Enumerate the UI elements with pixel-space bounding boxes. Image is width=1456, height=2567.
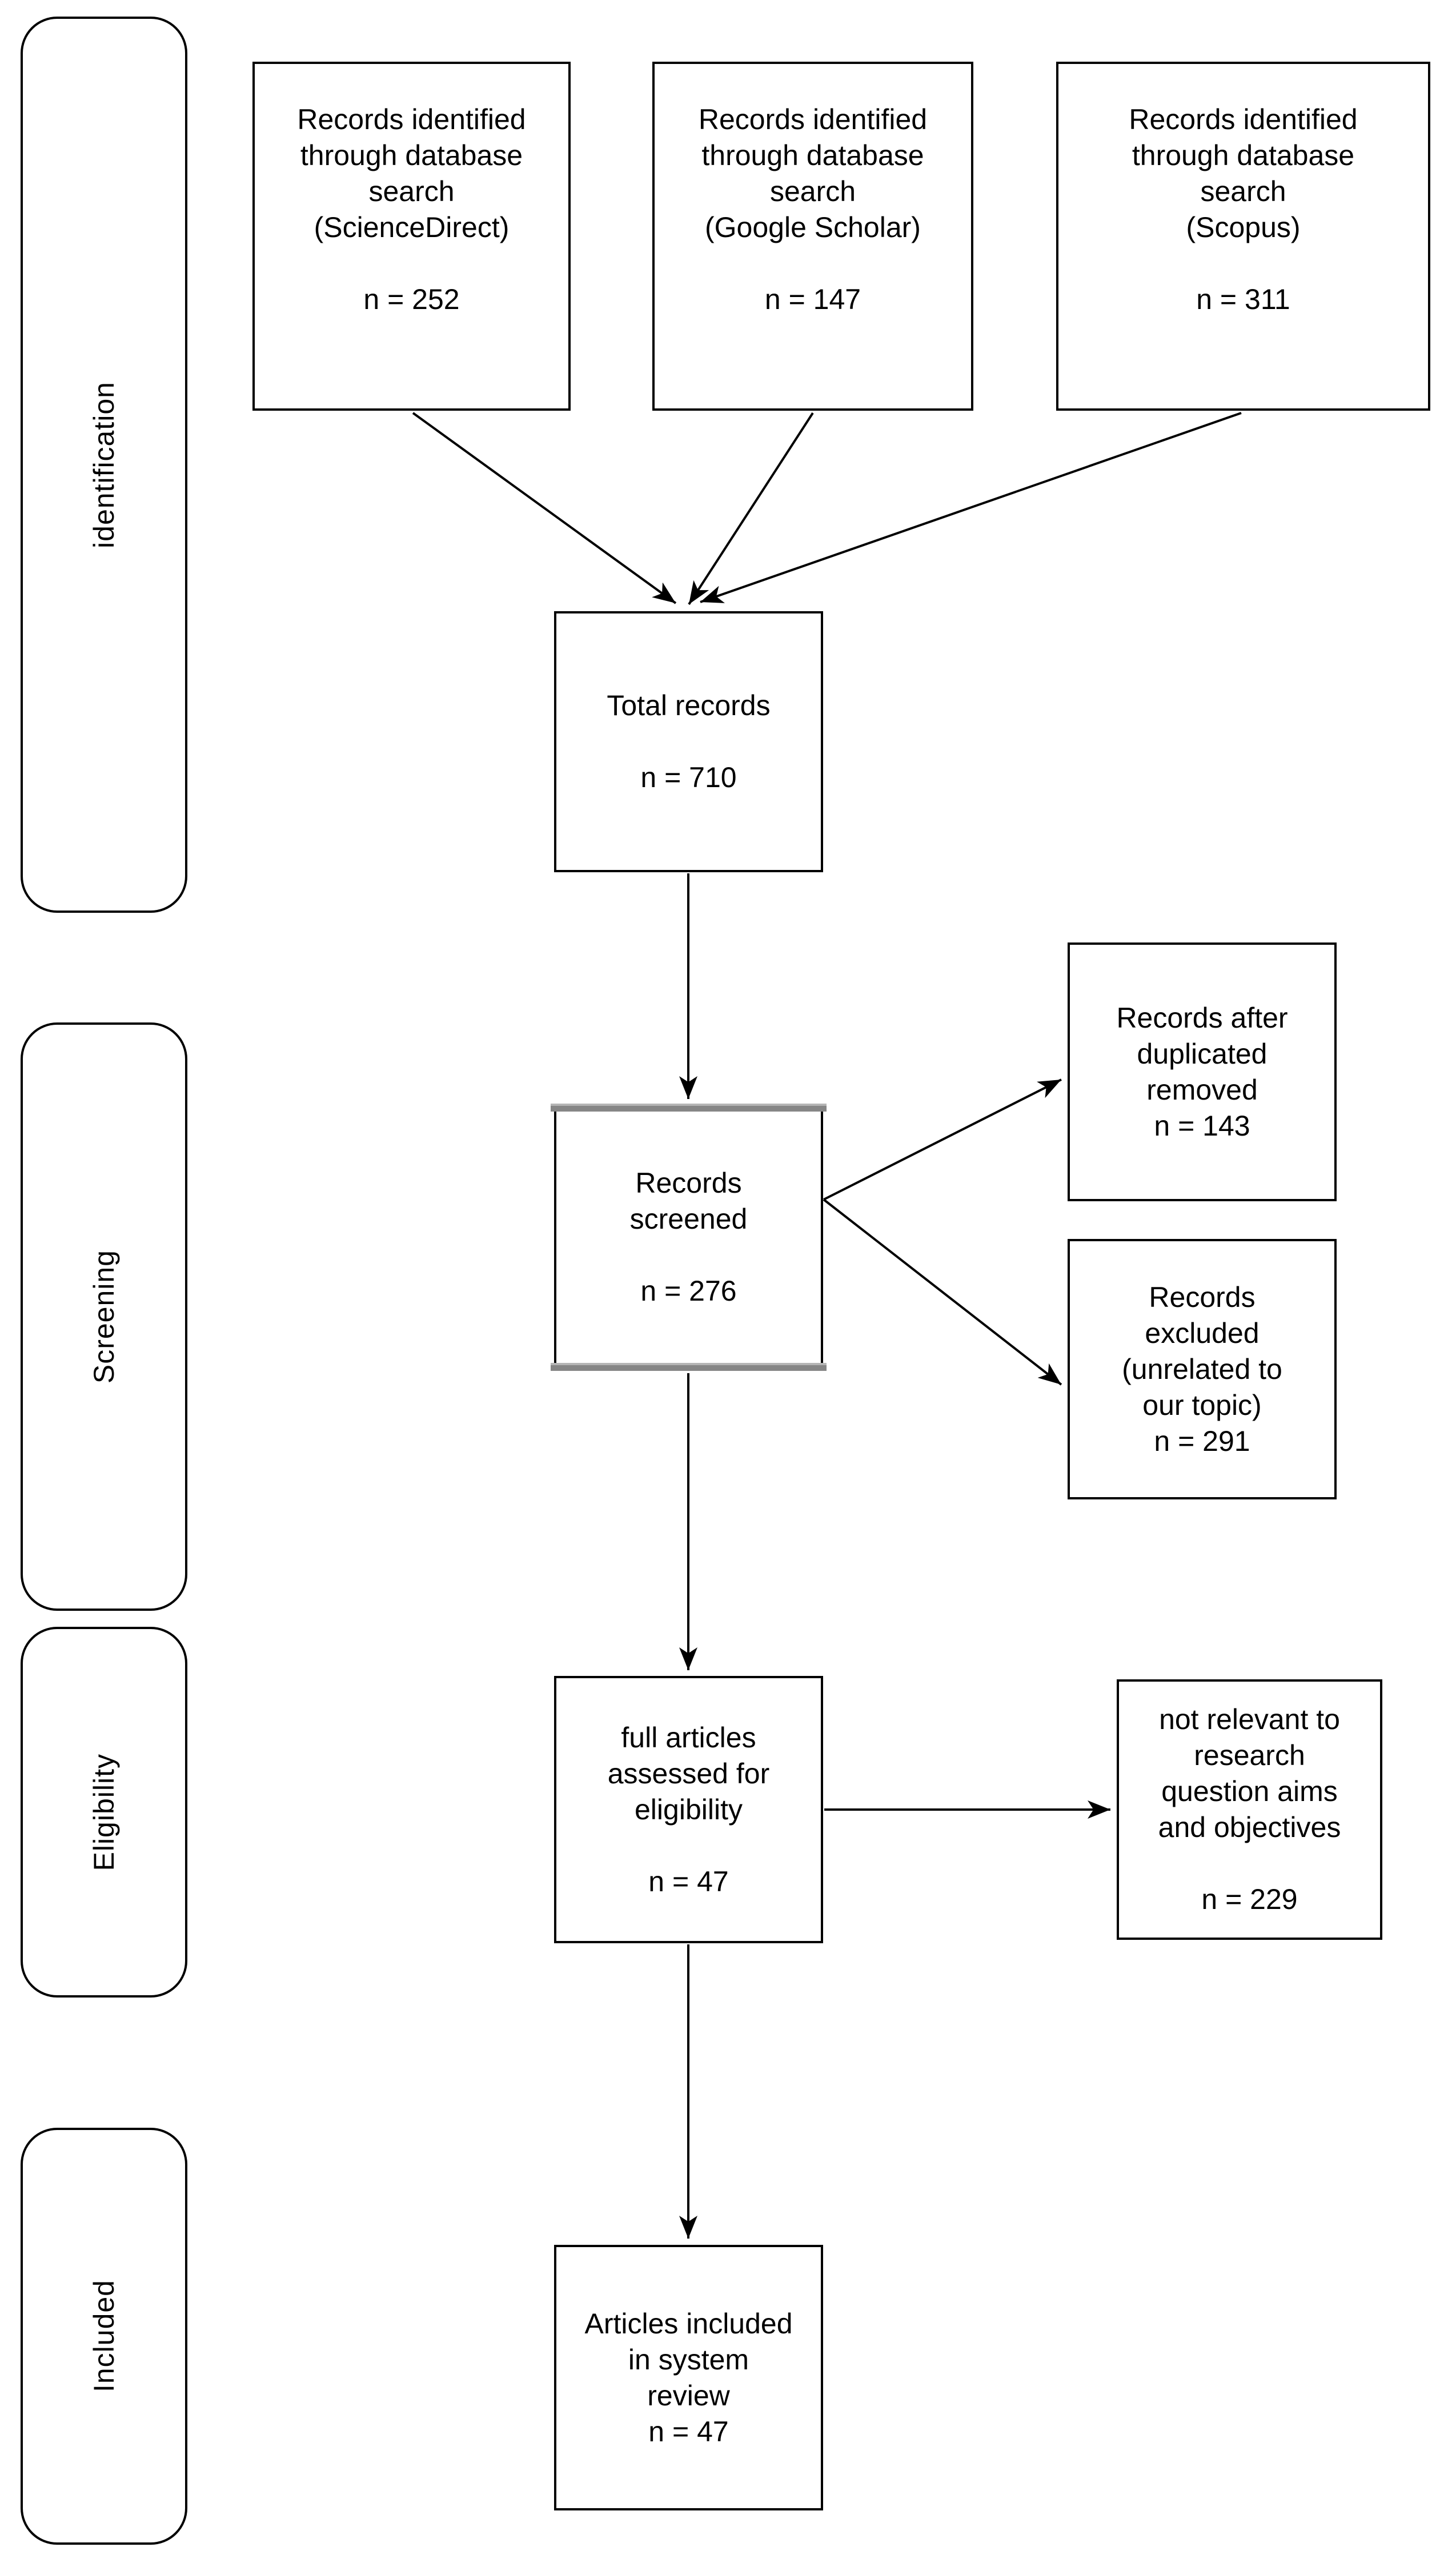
stage-label-included: Included (88, 2280, 120, 2393)
stage-band-identification: identification (21, 17, 187, 913)
node-label: Records identified through database sear… (698, 103, 928, 243)
node-count: n = 143 (1154, 1109, 1250, 1142)
node-label: Records identified through database sear… (297, 103, 526, 243)
node-not-relevant: not relevant to research question aims a… (1117, 1679, 1382, 1940)
node-count: n = 276 (640, 1275, 737, 1307)
node-records-after-duplicates-removed: Records after duplicated removed n = 143 (1068, 942, 1337, 1201)
node-count: n = 47 (648, 2415, 729, 2448)
node-count: n = 311 (1196, 283, 1290, 315)
connector-scopus-to-total (700, 412, 1242, 603)
node-count: n = 147 (764, 283, 861, 315)
node-count: n = 291 (1154, 1425, 1250, 1457)
stage-band-eligibility: Eligibility (21, 1627, 187, 1998)
node-count: n = 710 (640, 761, 737, 793)
node-label: Records after duplicated removed (1116, 1001, 1288, 1106)
node-articles-included: Articles included in system review n = 4… (554, 2245, 823, 2510)
stage-label-screening: Screening (88, 1249, 120, 1384)
node-label: not relevant to research question aims a… (1158, 1703, 1341, 1843)
node-label: Records screened (629, 1167, 748, 1235)
node-label: Records excluded (unrelated to our topic… (1122, 1281, 1282, 1421)
node-count: n = 252 (363, 283, 460, 315)
stage-band-included: Included (21, 2128, 187, 2545)
node-count: n = 47 (648, 1865, 729, 1898)
screened-accent-bottom (551, 1363, 827, 1371)
stage-label-identification: identification (88, 381, 120, 548)
node-label: full articles assessed for eligibility (607, 1721, 770, 1826)
node-full-articles-assessed: full articles assessed for eligibility n… (554, 1676, 823, 1943)
node-records-identified-scopus: Records identified through database sear… (1056, 62, 1430, 411)
stage-band-screening: Screening (21, 1022, 187, 1611)
connector-googlescholar-to-total (688, 412, 814, 605)
node-label: Total records (607, 689, 771, 721)
node-count: n = 229 (1201, 1883, 1298, 1915)
node-label: Articles included in system review (584, 2307, 793, 2412)
stage-label-eligibility: Eligibility (88, 1753, 120, 1871)
node-records-excluded: Records excluded (unrelated to our topic… (1068, 1239, 1337, 1499)
node-total-records: Total records n = 710 (554, 611, 823, 872)
node-records-identified-google-scholar: Records identified through database sear… (652, 62, 973, 411)
node-records-identified-sciencedirect: Records identified through database sear… (252, 62, 571, 411)
connector-screened-to-excluded (823, 1198, 1062, 1386)
node-records-screened: Records screened n = 276 (551, 1104, 827, 1371)
connector-screened-to-duplicates (823, 1078, 1062, 1201)
connector-sciencedirect-to-total (412, 412, 677, 604)
screened-accent-top (551, 1104, 827, 1112)
node-label: Records identified through database sear… (1129, 103, 1358, 243)
